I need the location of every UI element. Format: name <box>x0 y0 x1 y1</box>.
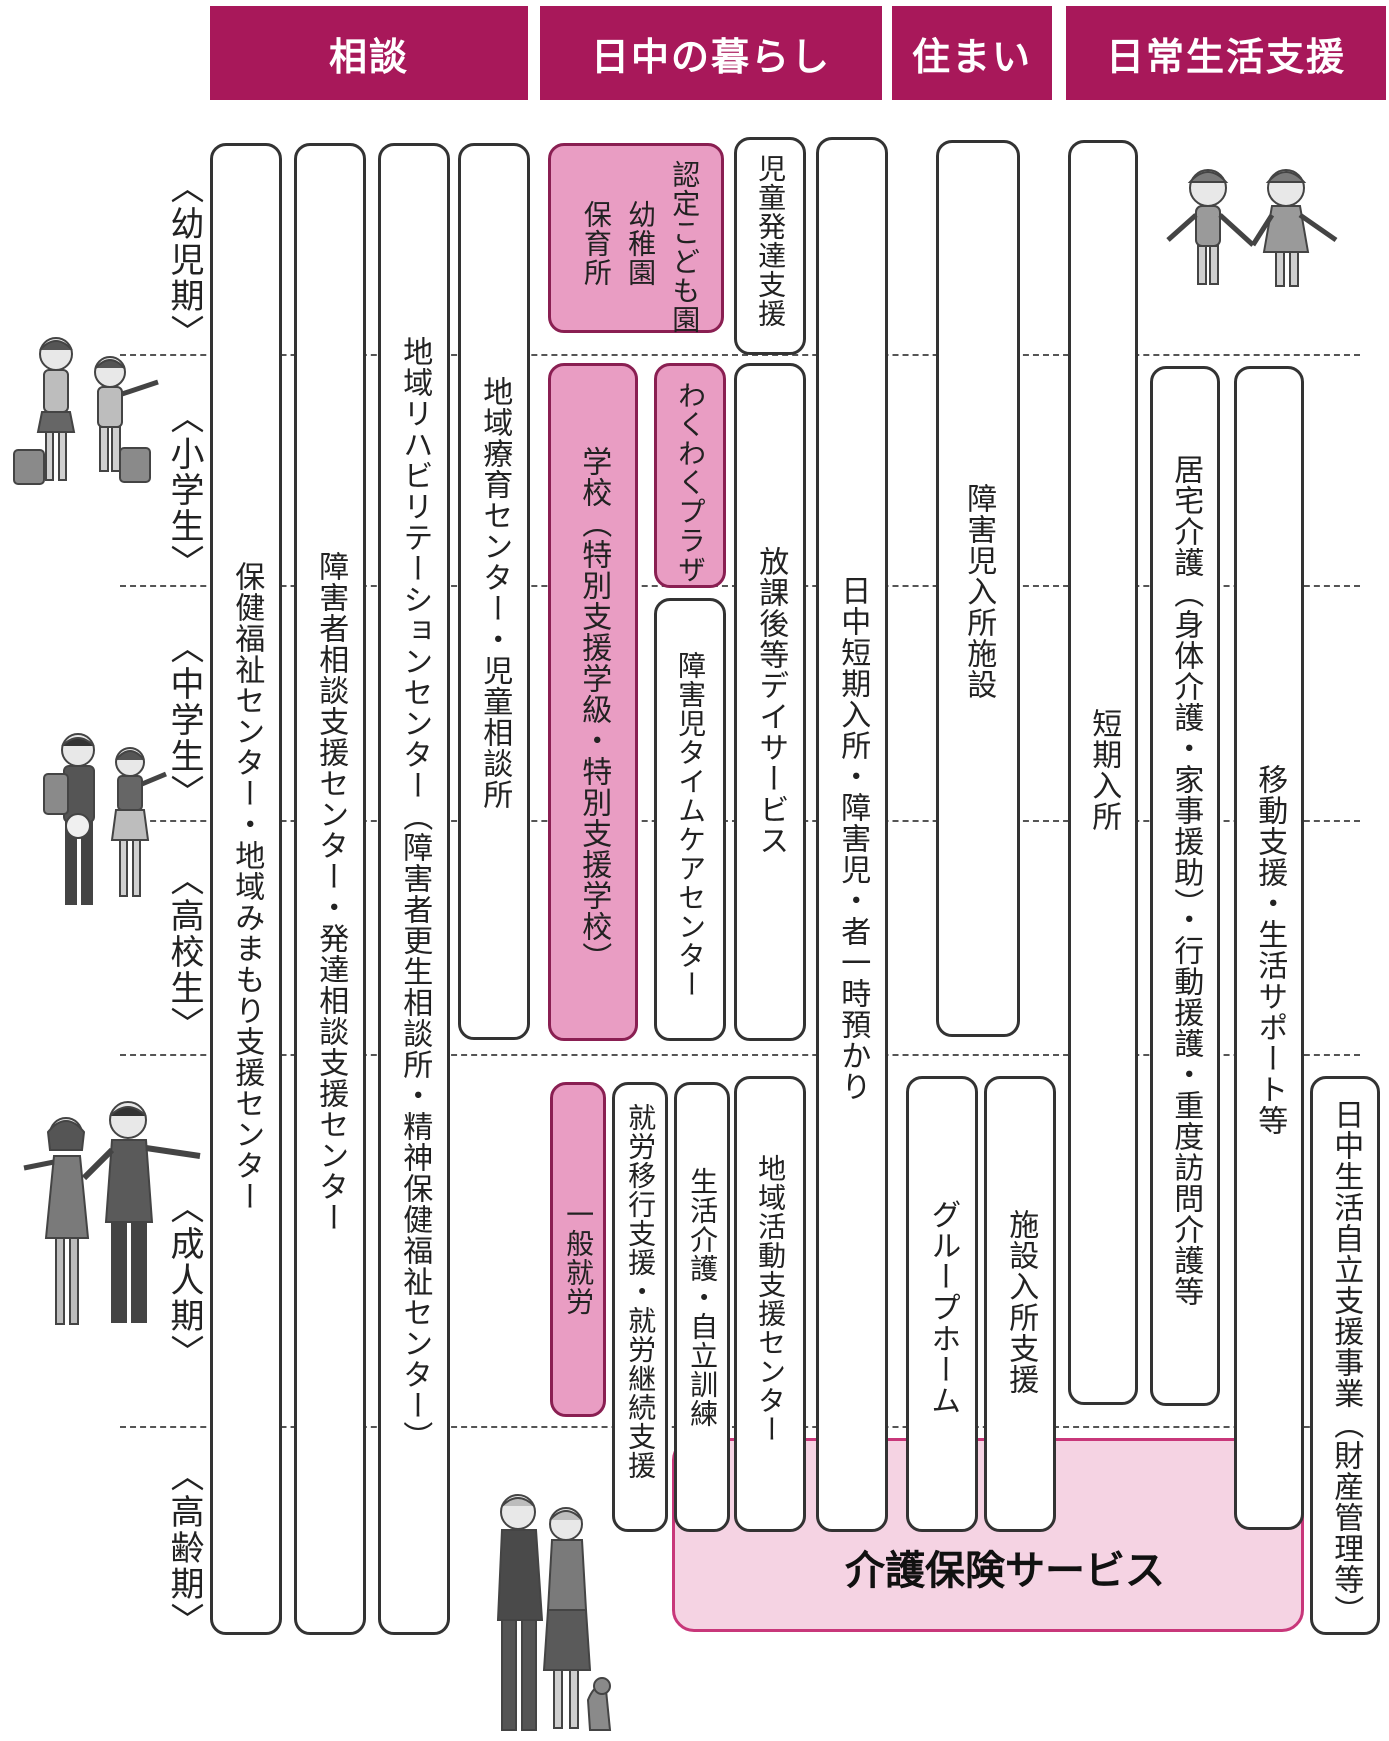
col-hoikusho-label-a: 保育所 <box>579 200 613 287</box>
col-tanki-nyusho-label: 短期入所 <box>1086 708 1122 832</box>
col-jiritsu-label: 日中生活自立支援事業（財産管理等） <box>1328 1099 1364 1626</box>
col-houkago-label: 放課後等デイサービス <box>753 546 789 856</box>
stage-koko: 〈高校生〉 <box>164 862 204 1042</box>
col-nyusho-label: 障害児入所施設 <box>961 483 997 700</box>
stage-divider <box>120 354 1360 356</box>
col-shisetsu: 施設入所支援 <box>984 1076 1056 1532</box>
adult-couple-illustration <box>23 1101 201 1325</box>
header-nicchu-label: 日中の暮らし <box>590 34 831 79</box>
header-sumai-label: 住まい <box>911 34 1032 79</box>
junior-high-students-illustration <box>43 733 167 905</box>
col-jido-hattatsu: 児童発達支援 <box>734 137 806 355</box>
header-soudan-label: 相談 <box>328 34 409 79</box>
col-hoikusho-label-b: 幼稚園 <box>624 200 658 287</box>
col-kyotaku-label: 居宅介護（身体介護・家事援助）・行動援護・重度訪問介護等 <box>1168 454 1204 1307</box>
col-gakko: 学校（特別支援学級・特別支援学校） <box>548 363 638 1041</box>
col-chiiki-katsudo: 地域活動支援センター <box>734 1076 806 1532</box>
kindergarten-children-illustration <box>1166 169 1338 287</box>
col-gakko-label: 学校（特別支援学級・特別支援学校） <box>576 446 612 973</box>
header-soudan: 相談 <box>210 6 528 100</box>
stage-youji: 〈幼児期〉 <box>164 170 204 350</box>
col-hoken: 保健福祉センター・地域みまもり支援センター <box>210 143 282 1635</box>
col-shougaisha-soudan-label: 障害者相談支援センター・発達相談支援センター <box>313 551 349 1233</box>
col-timecare-label: 障害児タイムケアセンター <box>674 651 708 999</box>
col-tanki-nyusho: 短期入所 <box>1068 140 1138 1405</box>
elementary-students-illustration <box>13 337 159 485</box>
col-nyusho: 障害児入所施設 <box>936 140 1020 1037</box>
header-nichijo-label: 日常生活支援 <box>1105 34 1346 79</box>
col-jiritsu: 日中生活自立支援事業（財産管理等） <box>1310 1076 1380 1635</box>
col-group-home-label: グループホーム <box>925 1199 961 1416</box>
stage-shogaku: 〈小学生〉 <box>164 400 204 580</box>
col-shisetsu-label: 施設入所支援 <box>1003 1209 1039 1395</box>
col-rihabiri-label: 地域リハビリテーションセンター（障害者更生相談所・精神保健福祉センター） <box>397 336 433 1452</box>
elderly-couple-illustration <box>496 1494 612 1731</box>
stage-seijin: 〈成人期〉 <box>164 1190 204 1370</box>
col-ryoiku-label: 地域療育センター・児童相談所 <box>477 376 513 810</box>
col-tanki: 日中短期入所・障害児・者一時預かり <box>816 137 888 1532</box>
col-ido-label: 移動支援・生活サポート等 <box>1252 764 1288 1136</box>
header-sumai: 住まい <box>892 6 1052 100</box>
stage-chugaku: 〈中学生〉 <box>164 630 204 810</box>
col-rihabiri: 地域リハビリテーションセンター（障害者更生相談所・精神保健福祉センター） <box>378 143 450 1635</box>
col-houkago: 放課後等デイサービス <box>734 363 806 1041</box>
col-hoikusho: 保育所 幼稚園 認定こども園 <box>548 143 724 334</box>
col-ryoiku: 地域療育センター・児童相談所 <box>458 143 530 1040</box>
col-kyotaku: 居宅介護（身体介護・家事援助）・行動援護・重度訪問介護等 <box>1150 366 1220 1406</box>
col-tanki-label: 日中短期入所・障害児・者一時預かり <box>835 575 871 1102</box>
col-shuro-label: 就労移行支援・就労継続支援 <box>624 1103 658 1480</box>
col-timecare: 障害児タイムケアセンター <box>654 598 726 1041</box>
stage-divider <box>120 1054 1360 1056</box>
col-wakuwaku-label: わくわくプラザ <box>674 381 708 584</box>
stage-koreiki: 〈高齢期〉 <box>164 1458 204 1638</box>
col-wakuwaku: わくわくプラザ <box>654 363 726 588</box>
col-jido-hattatsu-label: 児童発達支援 <box>754 154 788 328</box>
col-hoken-label: 保健福祉センター・地域みまもり支援センター <box>229 561 265 1212</box>
col-ido: 移動支援・生活サポート等 <box>1234 366 1304 1530</box>
header-nicchu: 日中の暮らし <box>540 6 882 100</box>
col-seikatsu-kaigo: 生活介護・自立訓練 <box>674 1082 730 1532</box>
col-hoikusho-label-c: 認定こども園 <box>668 160 702 334</box>
col-group-home: グループホーム <box>906 1076 978 1532</box>
col-shougaisha-soudan: 障害者相談支援センター・発達相談支援センター <box>294 143 366 1635</box>
kaigo-label: 介護保険サービス <box>845 1548 1165 1594</box>
col-chiiki-katsudo-label: 地域活動支援センター <box>754 1154 788 1444</box>
col-shuro: 就労移行支援・就労継続支援 <box>612 1082 668 1532</box>
col-ippan: 一般就労 <box>550 1082 606 1417</box>
col-ippan-label: 一般就労 <box>562 1200 596 1316</box>
col-seikatsu-kaigo-label: 生活介護・自立訓練 <box>686 1167 720 1428</box>
header-nichijo: 日常生活支援 <box>1066 6 1386 100</box>
